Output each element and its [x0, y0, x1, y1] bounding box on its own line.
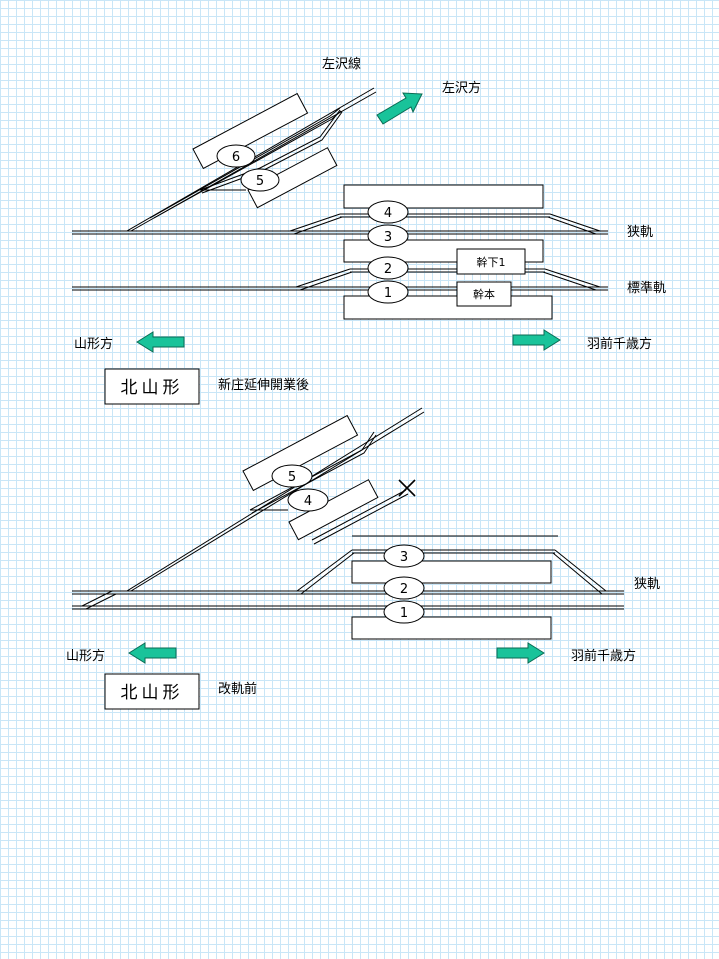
track-number-top-1: 1: [367, 280, 409, 304]
removed-track-x-icon: [398, 479, 416, 497]
platform-bottom-1: [351, 616, 552, 640]
station-name-box: 北山形: [104, 368, 200, 405]
svg-text:2: 2: [400, 582, 408, 597]
bottom-diagram: 5 4 3 2 1 狭軌 山形方 羽前千歳方 改軌前 北山形: [66, 407, 660, 710]
svg-text:2: 2: [384, 262, 392, 277]
svg-text:4: 4: [304, 494, 312, 509]
arrow-up-right-icon: [376, 92, 423, 125]
svg-text:4: 4: [384, 206, 392, 221]
caption-before-regauge: 改軌前: [218, 681, 257, 697]
label-narrow-gauge: 狭軌: [627, 224, 653, 240]
track-number-top-4: 4: [367, 200, 409, 224]
platform-bottom-5: [242, 414, 359, 492]
track-number-bottom-2: 2: [383, 576, 425, 600]
svg-text:北山形: 北山形: [121, 378, 184, 398]
arrow-left-icon: [136, 331, 185, 353]
svg-text:5: 5: [288, 470, 296, 485]
arrow-right-icon: [512, 329, 561, 351]
svg-text:1: 1: [384, 286, 392, 301]
track-top-5: [199, 109, 341, 191]
box-kanka1: 幹下1: [456, 248, 526, 275]
arrow-right-bottom-icon: [496, 642, 545, 664]
track-bottom-5: [249, 431, 375, 511]
top-diagram: 6 5 4 3 2 1 幹下1 幹本: [72, 56, 666, 405]
svg-text:幹本: 幹本: [473, 287, 495, 301]
svg-text:5: 5: [256, 174, 264, 189]
track-bottom-4: [311, 489, 407, 541]
svg-text:北山形: 北山形: [121, 683, 184, 703]
svg-text:幹下1: 幹下1: [477, 255, 506, 269]
arrow-left-bottom-icon: [128, 642, 177, 664]
platform-bottom-4: [288, 479, 379, 541]
svg-text:6: 6: [232, 150, 240, 165]
label-dir-yamagata: 山形方: [74, 336, 113, 352]
svg-text:3: 3: [400, 550, 408, 565]
label-narrow-gauge-bottom: 狭軌: [634, 576, 660, 592]
track-number-top-5: 5: [240, 168, 280, 192]
track-bottom-aterazawa: [126, 407, 423, 592]
box-kanhon: 幹本: [456, 281, 512, 307]
platform-bottom-3: [351, 560, 552, 584]
label-dir-uzen-chitose: 羽前千歳方: [587, 336, 652, 352]
track-number-bottom-1: 1: [383, 600, 425, 624]
track-number-top-6: 6: [216, 144, 256, 168]
label-dir-yamagata-bottom: 山形方: [66, 648, 105, 664]
label-standard-gauge: 標準軌: [627, 280, 666, 296]
caption-after-extension: 新庄延伸開業後: [218, 377, 309, 393]
label-dir-uzen-chitose-bottom: 羽前千歳方: [571, 648, 636, 664]
station-name-box-bottom: 北山形: [104, 673, 200, 710]
track-number-bottom-3: 3: [383, 544, 425, 568]
svg-text:3: 3: [384, 230, 392, 245]
platform-top-5: [247, 147, 338, 209]
track-top-6: [149, 107, 341, 219]
track-number-top-3: 3: [367, 224, 409, 248]
label-dir-aterazawa: 左沢方: [442, 80, 481, 96]
track-number-bottom-5: 5: [271, 464, 313, 488]
svg-text:1: 1: [400, 606, 408, 621]
track-number-bottom-4: 4: [287, 488, 329, 512]
label-aterazawa-line: 左沢線: [322, 56, 361, 72]
track-number-top-2: 2: [367, 256, 409, 280]
